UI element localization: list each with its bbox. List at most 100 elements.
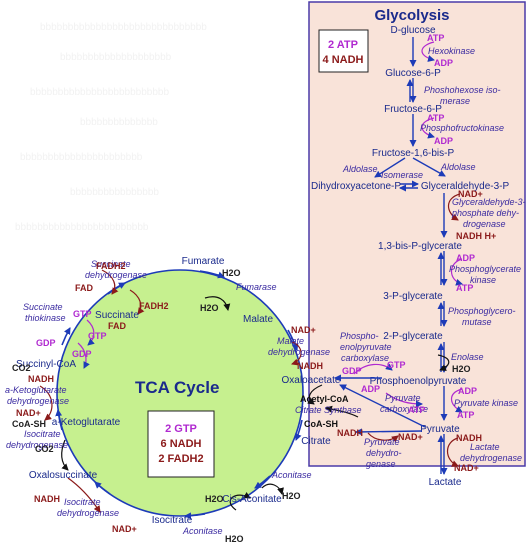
bridge-nadh-label: NADH <box>337 428 363 438</box>
succinate-dh-label-2: dehydrogenase <box>85 270 147 280</box>
bridge-adp-label: ADP <box>361 384 380 394</box>
adp-1-label: ADP <box>434 58 453 68</box>
akg-dh-label-1: a-Ketoglutarate <box>5 385 67 395</box>
malate-dh-label-2: dehydrogenase <box>268 347 330 357</box>
pdh-label-3: genase <box>366 459 396 469</box>
a-ketoglutarate-label: a-Ketoglutarate <box>52 417 121 428</box>
dhap-label: Dihydroxyacetone-P <box>311 181 401 192</box>
phosphohexose-isomerase-label-1: Phoshohexose iso- <box>424 85 501 95</box>
succinate-label: Succinate <box>95 310 139 321</box>
fumarase-label: Fumarase <box>236 282 277 292</box>
ldh-label-2: dehydrogenase <box>460 453 522 463</box>
bridge-enzymes: Phospho- enolpyruvate carboxylase Pyruva… <box>295 331 428 469</box>
bridge-nad-label: NAD+ <box>398 432 423 442</box>
glucose-6-p-label: Glucose-6-P <box>385 68 441 79</box>
citrate-label: Citrate <box>301 436 331 447</box>
tca-summary-gtp: 2 GTP <box>165 423 197 435</box>
nad-idh-label: NAD+ <box>112 524 137 534</box>
tca-enzymes: Aconitase Aconitase Isocitrate dehydroge… <box>5 259 330 536</box>
isomerase-label: Isomerase <box>381 170 423 180</box>
2-pg-label: 2-P-glycerate <box>383 331 443 342</box>
pdh-label-2: dehydro- <box>366 448 402 458</box>
adp-4-label: ADP <box>458 386 477 396</box>
bridge-arrows <box>334 374 426 436</box>
atp-2-label: ATP <box>427 113 444 123</box>
nadh-idh-label: NADH <box>34 494 60 504</box>
svg-text:bbbbbbbbbbbbbbbb: bbbbbbbbbbbbbbbb <box>70 187 159 198</box>
fructose-16-bisp-label: Fructose-1,6-bis-P <box>372 148 455 159</box>
glycolysis-cofactors: ATP ADP ATP ADP NAD+ NADH H+ ADP ATP H2O… <box>427 33 496 473</box>
gtp-1-label: GTP <box>73 309 92 319</box>
svg-text:bbbbbbbbbbbbbbbbbbbbbbbbb: bbbbbbbbbbbbbbbbbbbbbbbbb <box>30 87 169 98</box>
bridge-cofactors: GDP GTP ADP ATP NADH NAD+ Acetyl-CoA CoA… <box>300 360 425 442</box>
isocitrate-dh-1-label-1: Isocitrate <box>24 429 61 439</box>
phosphofructokinase-label: Phosphofructokinase <box>420 123 504 133</box>
h2o-cit-1-label: H2O <box>282 491 301 501</box>
citrate-synthase-label: Citrate Synthase <box>295 405 362 415</box>
pdh-label-1: Pyruvate <box>364 437 400 447</box>
tca-cofactor-curves <box>39 269 323 513</box>
enolase-label: Enolase <box>451 352 484 362</box>
h2o-fum-1-label: H2O <box>222 268 241 278</box>
tca-summary-fadh2: 2 FADH2 <box>158 453 203 465</box>
pc-label-2: carboxylase <box>380 404 428 414</box>
fadh2-2-label: FADH2 <box>139 301 169 311</box>
tca-summary-box <box>147 410 215 478</box>
pyruvate-label: Pyruvate <box>420 424 460 435</box>
pyruvate-kinase-label: Pyruvate kinase <box>454 398 518 408</box>
glycolysis-enzymes: Hexokinase Phoshohexose iso- merase Phos… <box>342 46 526 463</box>
pepck-label-2: enolpyruvate <box>340 342 392 352</box>
phosphohexose-isomerase-label-2: merase <box>440 96 470 106</box>
pgk-label-1: Phosphoglycerate <box>449 264 521 274</box>
svg-text:bbbbbbbbbbbbbb: bbbbbbbbbbbbbb <box>80 117 158 128</box>
bridge-gtp-label: GTP <box>387 360 406 370</box>
aconitase-1-label: Aconitase <box>271 470 312 480</box>
hexokinase-label: Hexokinase <box>428 46 475 56</box>
nad-ldh-label: NAD+ <box>454 463 479 473</box>
coa-sh-akg-label: CoA-SH <box>12 419 46 429</box>
bridge-atp-label: ATP <box>408 405 425 415</box>
h2o-isocit-label: H2O <box>225 534 244 544</box>
bridge-coa-sh-label: CoA-SH <box>304 419 338 429</box>
adp-3-label: ADP <box>456 253 475 263</box>
glycolysis-title: Glycolysis <box>374 7 449 24</box>
nadh-akg-label: NADH <box>28 374 54 384</box>
fad-1-label: FAD <box>75 283 94 293</box>
pepck-label-1: Phospho- <box>340 331 379 341</box>
acetyl-coa-label: Acetyl-CoA <box>300 394 349 404</box>
akg-dh-label-2: dehydrogenase <box>7 396 69 406</box>
isocitrate-dh-2-label-1: Isocitrate <box>64 497 101 507</box>
tca-metabolites: Oxaloacetate Citrate Cis-Aconitate Isoci… <box>16 256 341 526</box>
oxalosuccinate-label: Oxalosuccinate <box>29 470 98 481</box>
co2-1-label: CO2 <box>35 444 54 454</box>
pgm-label-2: mutase <box>462 317 492 327</box>
atp-4-label: ATP <box>457 410 474 420</box>
nad-1-label: NAD+ <box>458 189 483 199</box>
tca-summary-nadh: 6 NADH <box>161 438 202 450</box>
gapdh-label-2: phosphate dehy- <box>451 208 519 218</box>
pgm-label-1: Phosphoglycero- <box>448 306 516 316</box>
g3p-label: Glyceraldehyde-3-P <box>421 181 510 192</box>
isocitrate-label: Isocitrate <box>152 515 193 526</box>
h2o-enolase-label: H2O <box>452 364 471 374</box>
gdp-2-label: GDP <box>72 349 92 359</box>
glycolysis-summary-box <box>318 29 369 73</box>
svg-text:bbbbbbbbbbbbbbbbbbbb: bbbbbbbbbbbbbbbbbbbb <box>60 52 172 63</box>
gdp-1-label: GDP <box>36 338 56 348</box>
nadh-mdh-label: NADH <box>297 361 323 371</box>
cis-aconitate-label: Cis-Aconitate <box>222 494 282 505</box>
h2o-cit-2-label: H2O <box>205 494 224 504</box>
faint-background-text: bbbbbbbbbbbbbbbbbbbbbbbbbbbbbb bbbbbbbbb… <box>15 22 207 233</box>
aldolase-left-label: Aldolase <box>342 164 378 174</box>
bridge-cofactor-curves <box>325 363 423 443</box>
tca-title: TCA Cycle <box>135 378 219 397</box>
pgk-label-2: kinase <box>470 275 496 285</box>
succinate-thiokinase-label-1: Succinate <box>23 302 63 312</box>
svg-text:bbbbbbbbbbbbbbbbbbbbbbbb: bbbbbbbbbbbbbbbbbbbbbbbb <box>15 222 149 233</box>
gtp-2-label: GTP <box>88 331 107 341</box>
pc-label-1: Pyruvate <box>385 393 421 403</box>
d-glucose-label: D-glucose <box>390 25 435 36</box>
glycolysis-summary-nadh: 4 NADH <box>323 54 364 66</box>
gapdh-label-1: Glyceraldehyde-3- <box>452 197 526 207</box>
